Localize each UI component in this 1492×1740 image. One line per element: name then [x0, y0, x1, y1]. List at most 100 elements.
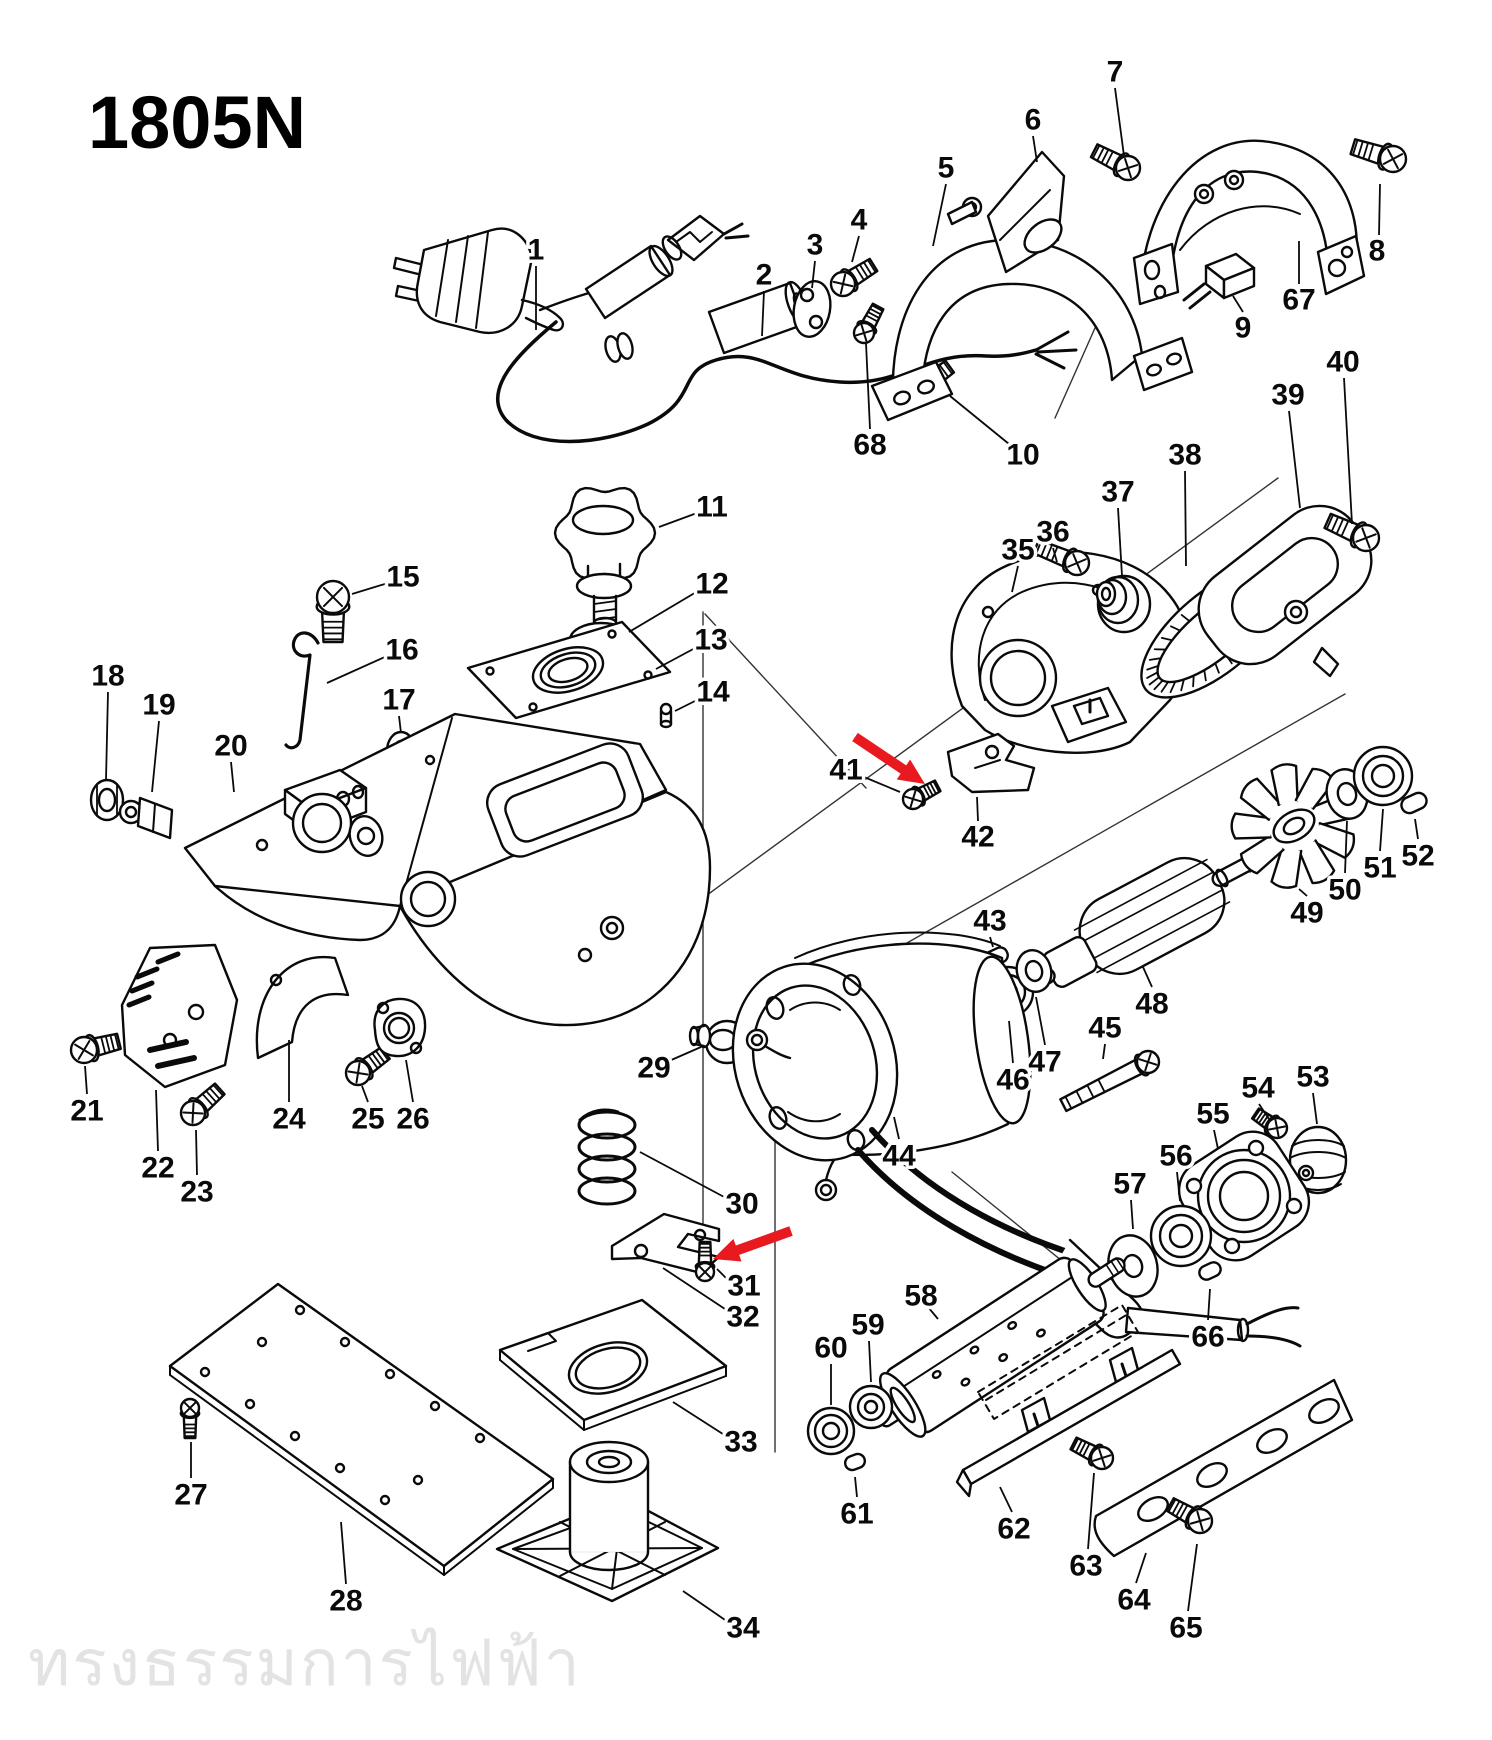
part-number-label: 67: [1282, 284, 1315, 317]
leader-line: [155, 1089, 159, 1152]
part-number-label: 50: [1328, 874, 1361, 907]
part-number-label: 66: [1191, 1321, 1224, 1354]
part-number-label: 21: [70, 1095, 103, 1128]
part-number-label: 24: [272, 1103, 306, 1136]
leader-line: [1344, 820, 1348, 874]
part-number-label: 51: [1363, 852, 1396, 885]
leader-line: [1184, 470, 1187, 567]
leader-line: [1187, 1543, 1198, 1612]
leader-line: [1011, 565, 1019, 593]
part-number-label: 9: [1235, 312, 1252, 345]
part-number-label: 39: [1271, 379, 1304, 412]
part-number-label: 38: [1168, 439, 1201, 472]
leader-line: [1008, 1020, 1014, 1064]
leader-line: [1117, 507, 1123, 577]
leader-line: [1135, 1552, 1147, 1584]
red-arrow-head: [713, 1238, 742, 1262]
part-number-label: 46: [996, 1064, 1029, 1097]
part-number-label: 13: [694, 624, 727, 657]
leader-line: [361, 1085, 369, 1103]
part-number-label: 54: [1241, 1072, 1275, 1105]
leader-line: [949, 395, 1010, 445]
part-number-label: 31: [727, 1270, 760, 1303]
leader-line: [811, 260, 816, 289]
part-number-label: 37: [1101, 476, 1134, 509]
leader-line: [989, 936, 994, 948]
leader-line: [1114, 87, 1125, 157]
red-arrow-shaft: [852, 732, 910, 776]
part-number-label: 29: [637, 1052, 670, 1085]
part-number-label: 57: [1113, 1168, 1146, 1201]
part-number-label: 40: [1326, 346, 1359, 379]
part-number-label: 41: [829, 754, 862, 787]
part-number-label: 34: [726, 1612, 760, 1645]
watermark-text: ทรงธรรมการไฟฟ้า: [28, 1627, 582, 1699]
part-number-label: 52: [1401, 840, 1434, 873]
leader-line: [628, 590, 699, 633]
leader-line: [1176, 1171, 1181, 1202]
leader-line: [1288, 410, 1301, 509]
highlight-arrows: [713, 732, 925, 1262]
leader-line: [682, 1590, 729, 1623]
leader-line: [1102, 1043, 1106, 1060]
part-number-label: 10: [1006, 439, 1039, 472]
part-number-label: 23: [180, 1176, 213, 1209]
leader-line: [1207, 1288, 1211, 1321]
part-number-label: 45: [1088, 1012, 1121, 1045]
leader-line: [1130, 1199, 1134, 1230]
model-number: 1805N: [88, 81, 307, 164]
part-number-label: 48: [1135, 988, 1168, 1021]
part-number-label: 56: [1159, 1140, 1192, 1173]
part-number-label: 59: [851, 1309, 884, 1342]
leader-line: [674, 698, 700, 712]
leader-line: [84, 1065, 88, 1095]
part-number-label: 44: [882, 1140, 916, 1173]
part-number-label: 11: [696, 491, 728, 524]
part-number-label: 20: [214, 730, 247, 763]
part-number-label: 53: [1296, 1061, 1329, 1094]
leader-line: [976, 796, 979, 822]
part-number-label: 62: [997, 1513, 1030, 1546]
part-number-label: 42: [961, 821, 994, 854]
leader-line: [672, 1401, 727, 1437]
part-number-label: 43: [973, 905, 1006, 938]
part-number-label: 7: [1107, 56, 1124, 89]
part-number-label: 3: [807, 229, 824, 262]
leader-line: [868, 1340, 872, 1383]
part-number-label: 17: [382, 684, 415, 717]
part-number-label: 55: [1196, 1098, 1229, 1131]
part-number-label: 18: [91, 660, 124, 693]
leader-line: [1213, 1129, 1219, 1150]
leader-line: [1052, 547, 1058, 563]
part-number-label: 49: [1290, 897, 1323, 930]
part-number-label: 2: [756, 259, 773, 292]
part-number-label: 35: [1001, 534, 1034, 567]
part-number-label: 6: [1025, 104, 1042, 137]
leader-line: [230, 761, 235, 793]
parts-line-art: [69, 138, 1428, 1603]
leader-lines: [84, 87, 1419, 1623]
part-number-label: 32: [726, 1301, 759, 1334]
part-number-label: 28: [329, 1585, 362, 1618]
leader-line: [1312, 1092, 1318, 1125]
leader-line: [1032, 135, 1038, 163]
leader-line: [854, 1476, 858, 1498]
part-number-label: 65: [1169, 1612, 1202, 1645]
part-number-label: 26: [396, 1103, 429, 1136]
part-number-label: 22: [141, 1152, 174, 1185]
leader-line: [893, 1116, 900, 1140]
leader-line: [340, 1521, 347, 1585]
part-number-label: 61: [840, 1498, 873, 1531]
leader-line: [863, 776, 901, 793]
part-number-label: 4: [851, 204, 868, 237]
part-number-label: 15: [386, 561, 419, 594]
part-number-label: 60: [814, 1332, 847, 1365]
leader-line: [1378, 183, 1381, 236]
part-number-label: 30: [725, 1188, 758, 1221]
part-number-label: 19: [142, 689, 175, 722]
leader-line: [1232, 295, 1244, 313]
